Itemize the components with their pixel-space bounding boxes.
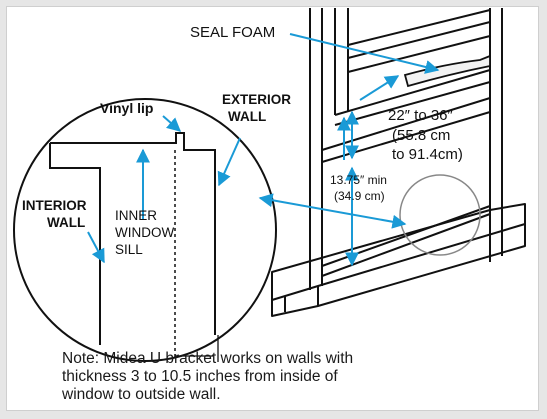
leader-arrows <box>87 33 440 267</box>
exterior-wall-arrow <box>217 137 241 187</box>
note-line-1: Note: Midea U bracket works on walls wit… <box>62 350 354 367</box>
min-height-label-line1: 13.75″ min <box>330 173 387 187</box>
svg-text:EXTERIOR WALL: EXTERIOR WALL <box>222 92 295 124</box>
zoom-detail-circle <box>13 98 277 362</box>
exterior-wall-label-line2: WALL <box>228 109 266 124</box>
svg-text:INNER WINDOW SILL: INNER WINDOW SILL <box>115 208 178 257</box>
seal-foam-arrow <box>289 33 440 74</box>
exterior-wall-label-line1: EXTERIOR <box>222 92 291 107</box>
svg-text:22″ to 36″ (55.8 cm to: 22″ to 36″ (55.8 cm to 91.4cm) <box>388 107 463 163</box>
sill-detail-circle <box>399 174 481 256</box>
height-range-label-line2: (55.8 cm <box>392 127 450 144</box>
note-line-2: thickness 3 to 10.5 inches from inside o… <box>62 368 338 385</box>
wall-thickness-dimension <box>175 335 219 362</box>
min-height-label-line2: (34.9 cm) <box>334 189 385 203</box>
height-range-label-line1: 22″ to 36″ <box>388 107 454 124</box>
height-range-label-line3: to 91.4cm) <box>392 146 463 163</box>
seal-foam-label: SEAL FOAM <box>190 24 275 41</box>
inner-sill-label-line3: SILL <box>115 242 143 257</box>
svg-text:13.75″ min (34.9 cm): 13.75″ min (34.9 cm) <box>330 173 390 203</box>
note-line-3: window to outside wall. <box>62 386 221 403</box>
inner-sill-label-line2: WINDOW <box>115 225 174 240</box>
vinyl-lip-arrow <box>162 115 182 132</box>
interior-wall-label-line2: WALL <box>47 215 85 230</box>
zoom-callout-arrow <box>258 193 407 229</box>
interior-wall-arrow <box>87 231 105 264</box>
vinyl-lip-label: Vinyl lip <box>100 100 153 116</box>
svg-text:INTERIOR WALL: INTERIOR WALL <box>22 198 90 230</box>
interior-wall-label-line1: INTERIOR <box>22 198 87 213</box>
installation-note: Note: Midea U bracket works on walls wit… <box>62 350 532 404</box>
height-range-guide-arrow <box>359 75 400 101</box>
inner-sill-label-line1: INNER <box>115 208 157 223</box>
